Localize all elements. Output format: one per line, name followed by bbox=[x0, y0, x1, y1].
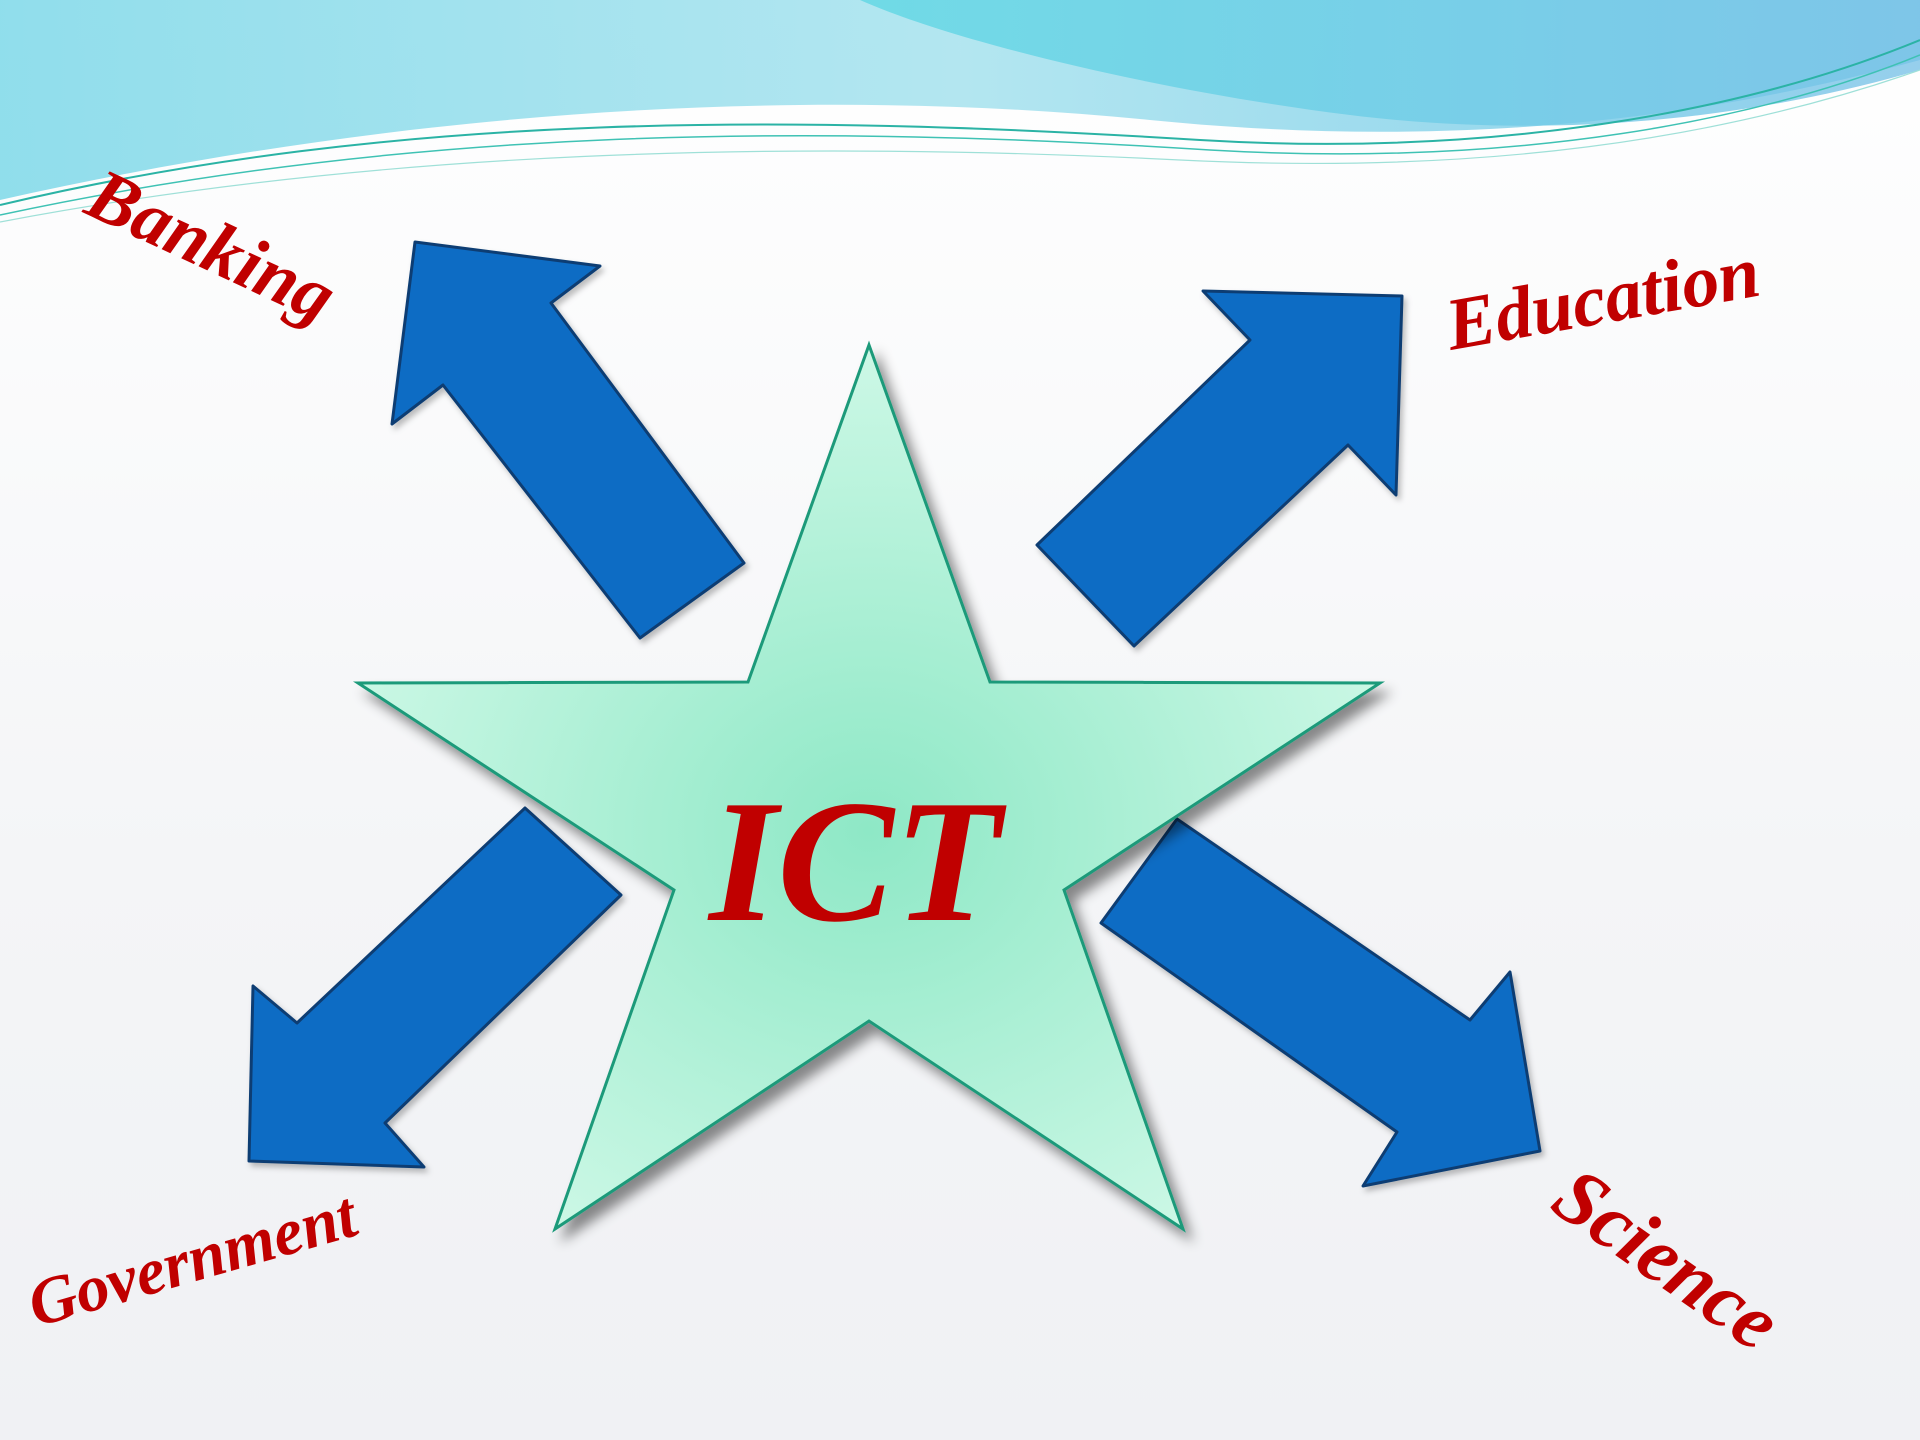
center-label: ICT bbox=[707, 764, 1007, 958]
branch-label-government: Government bbox=[20, 1178, 366, 1342]
ict-star bbox=[352, 340, 1386, 1233]
arrow-to-education bbox=[1035, 289, 1404, 648]
branch-label-science: Science bbox=[1538, 1151, 1796, 1368]
branch-label-banking: Banking bbox=[74, 153, 348, 339]
arrow-to-science bbox=[1099, 817, 1542, 1188]
arrow-to-banking bbox=[390, 240, 746, 640]
arrow-to-government bbox=[247, 806, 623, 1169]
arrows bbox=[247, 240, 1542, 1188]
header-wave-decoration bbox=[0, 0, 1920, 223]
branch-label-education: Education bbox=[1439, 231, 1766, 367]
